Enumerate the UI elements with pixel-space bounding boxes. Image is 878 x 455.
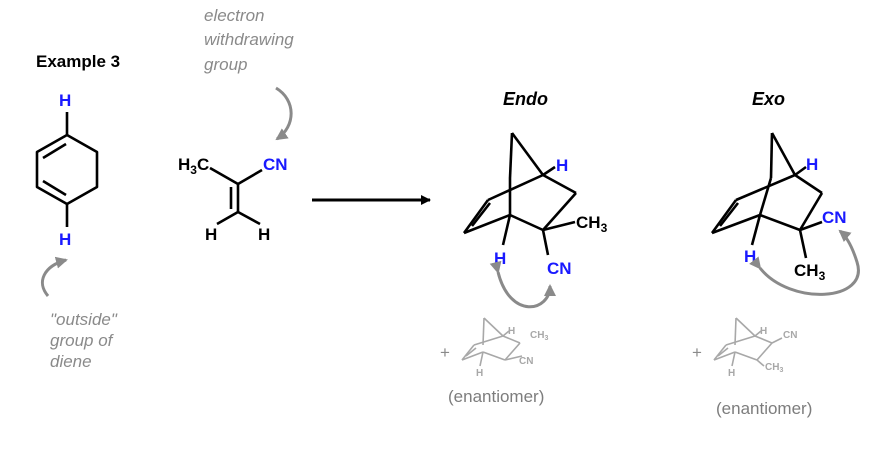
dienophile-h-right: H xyxy=(258,225,270,244)
outside-group-arrow xyxy=(41,256,68,297)
endo-enantiomer-structure xyxy=(461,317,523,367)
dienophile-ch3: H3C xyxy=(178,155,209,177)
exo-structure xyxy=(710,132,824,259)
endo-h-bridgehead: H xyxy=(556,156,568,175)
exo-enantiomer-h-bottom: H xyxy=(728,368,735,379)
exo-enantiomer-h: H xyxy=(760,326,767,337)
exo-enantiomer-ch3: CH3 xyxy=(765,362,783,374)
exo-cn: CN xyxy=(822,208,847,227)
ewg-arrow xyxy=(275,86,293,141)
endo-enantiomer-cn: CN xyxy=(519,356,533,367)
dienophile-cn: CN xyxy=(263,155,288,174)
exo-enantiomer-cn: CN xyxy=(783,330,797,341)
exo-ch3: CH3 xyxy=(794,261,826,283)
endo-enantiomer-h: H xyxy=(508,326,515,337)
exo-header: Exo xyxy=(752,89,785,109)
diene-top-h: H xyxy=(59,91,71,110)
endo-h-bottom: H xyxy=(494,249,506,268)
example-title: Example 3 xyxy=(36,52,120,71)
diene-bottom-h: H xyxy=(59,230,71,249)
outside-group-note-line3: diene xyxy=(50,352,92,371)
exo-enantiomer-structure xyxy=(713,317,783,367)
ewg-note-line3: group xyxy=(204,55,247,74)
outside-group-note-line1: "outside" xyxy=(50,310,118,329)
exo-h-bridgehead: H xyxy=(806,155,818,174)
dienophile-h-left: H xyxy=(205,225,217,244)
dienophile-structure xyxy=(209,166,263,226)
exo-enantiomer-label: (enantiomer) xyxy=(716,399,812,418)
endo-cn: CN xyxy=(547,259,572,278)
endo-enantiomer-plus: + xyxy=(440,343,450,362)
exo-h-bottom: H xyxy=(744,247,756,266)
exo-interaction-arrow xyxy=(749,229,860,296)
endo-enantiomer-h-bottom: H xyxy=(476,368,483,379)
endo-structure xyxy=(462,132,577,256)
exo-enantiomer-plus: + xyxy=(692,343,702,362)
ewg-note-line2: withdrawing xyxy=(204,30,294,49)
endo-header: Endo xyxy=(503,89,548,109)
endo-interaction-arrow xyxy=(489,260,556,309)
ewg-note-line1: electron xyxy=(204,6,264,25)
endo-enantiomer-label: (enantiomer) xyxy=(448,387,544,406)
diene-structure xyxy=(35,112,99,227)
outside-group-note-line2: group of xyxy=(50,331,115,350)
endo-enantiomer-ch3: CH3 xyxy=(530,330,548,342)
endo-ch3: CH3 xyxy=(576,213,608,235)
